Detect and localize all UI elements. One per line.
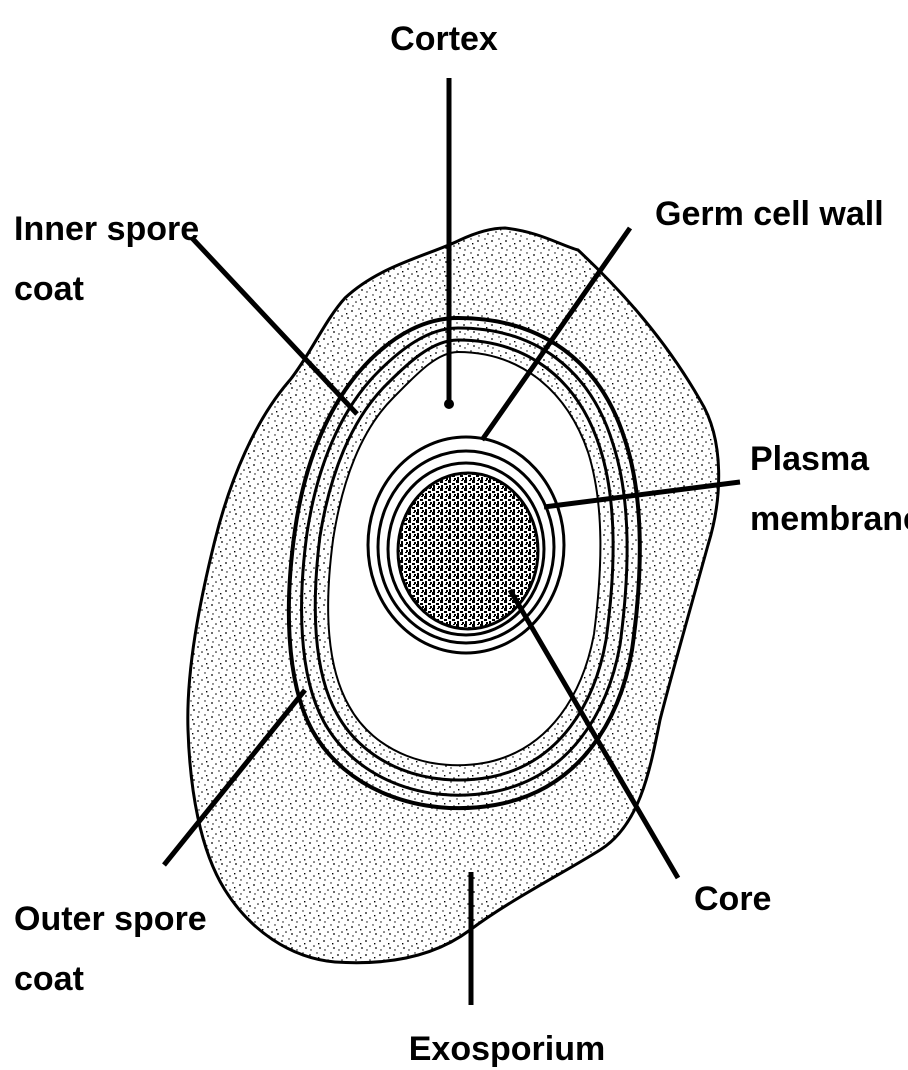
label-cortex: Cortex [390, 20, 498, 58]
label-inner-spore-coat-line1: Inner spore [14, 210, 199, 248]
label-exosporium: Exosporium [409, 1030, 605, 1068]
label-germ-cell-wall: Germ cell wall [655, 195, 884, 233]
label-core: Core [694, 880, 771, 918]
label-plasma-membrane-line2: membrane [750, 500, 908, 538]
label-inner-spore-coat-line2: coat [14, 270, 84, 308]
label-plasma-membrane-line1: Plasma [750, 440, 870, 478]
label-outer-spore-coat-line1: Outer spore [14, 900, 207, 938]
cortex-leader-dot [444, 399, 454, 409]
label-outer-spore-coat-line2: coat [14, 960, 84, 998]
